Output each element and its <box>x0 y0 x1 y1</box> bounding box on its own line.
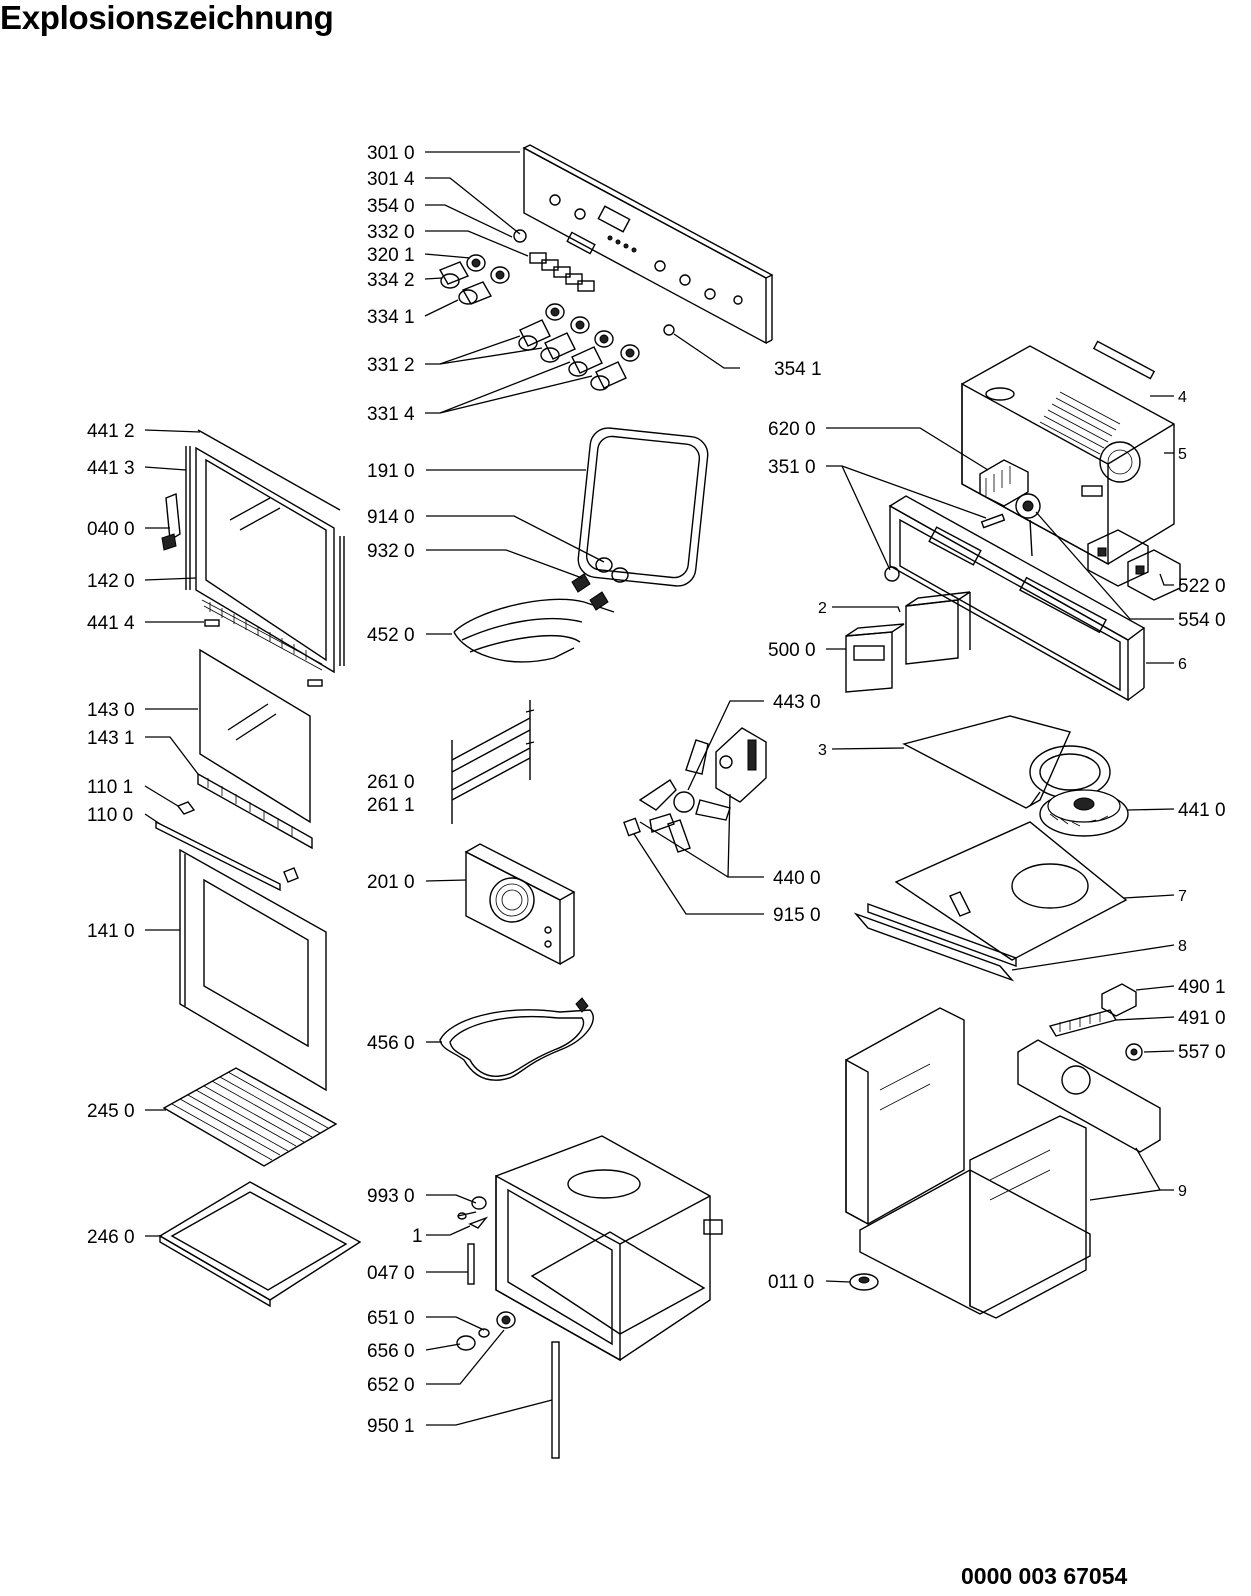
door-seal-part <box>577 427 709 587</box>
label-3010: 301 0 <box>367 143 415 164</box>
label-2611: 261 1 <box>367 795 415 816</box>
door-glass-part <box>197 648 313 850</box>
label-5000: 500 0 <box>768 640 816 661</box>
label-6200: 620 0 <box>768 419 816 440</box>
label-1430: 143 0 <box>87 700 135 721</box>
heating-element-ring-part <box>439 997 594 1081</box>
control-panel-part <box>522 144 774 345</box>
label-5540: 554 0 <box>1178 610 1226 631</box>
label-8: 8 <box>1178 938 1187 955</box>
document-number: 0000 003 67054 <box>961 1563 1128 1589</box>
timer-and-bracket-part <box>845 591 971 693</box>
part-number-labels: 301 0 301 4 354 0 332 0 320 1 334 2 334 … <box>87 143 1226 1437</box>
label-1101: 110 1 <box>87 777 133 798</box>
heating-element-top-part <box>453 557 629 663</box>
label-9140: 914 0 <box>367 507 415 528</box>
front-cover-strip-part <box>853 902 1017 982</box>
label-7: 7 <box>1178 888 1187 905</box>
label-6560: 656 0 <box>367 1341 415 1362</box>
terminal-and-fuse-part <box>1048 983 1143 1061</box>
bulb-and-seal-part <box>456 1196 560 1459</box>
label-4414: 441 4 <box>87 613 135 634</box>
label-4410: 441 0 <box>1178 800 1226 821</box>
label-2450: 245 0 <box>87 1101 135 1122</box>
fan-wheel-part <box>1039 789 1129 837</box>
baking-tray-part <box>158 1181 362 1308</box>
label-6520: 652 0 <box>367 1375 415 1396</box>
shelf-rails-part <box>451 700 535 824</box>
page-title: Explosionszeichnung <box>0 0 334 36</box>
door-hinge-part <box>155 801 299 892</box>
label-4413: 441 3 <box>87 458 135 479</box>
door-inner-frame-part <box>161 429 345 687</box>
label-3341: 334 1 <box>367 307 415 328</box>
knob-set-part <box>438 229 675 391</box>
label-5220: 522 0 <box>1178 576 1226 597</box>
foot-part <box>849 1273 879 1291</box>
label-5570: 557 0 <box>1178 1042 1226 1063</box>
label-4430: 443 0 <box>773 692 821 713</box>
label-5: 5 <box>1178 446 1187 463</box>
label-2: 2 <box>818 600 827 617</box>
label-2610: 261 0 <box>367 772 415 793</box>
label-4: 4 <box>1178 389 1187 406</box>
label-0470: 047 0 <box>367 1263 415 1284</box>
label-3540: 354 0 <box>367 196 415 217</box>
label-3510: 351 0 <box>768 457 816 478</box>
outer-door-part <box>179 848 327 1092</box>
label-3314: 331 4 <box>367 404 415 425</box>
leader-lines <box>144 151 1175 1426</box>
label-3: 3 <box>818 742 827 759</box>
label-4412: 441 2 <box>87 421 135 442</box>
control-frame-part <box>888 495 1146 702</box>
label-1100: 110 0 <box>87 805 133 826</box>
label-9: 9 <box>1178 1183 1187 1200</box>
relay-block-part <box>1087 529 1181 601</box>
label-3014: 301 4 <box>367 169 415 190</box>
label-4560: 456 0 <box>367 1033 415 1054</box>
rear-fan-cover-part <box>464 843 576 966</box>
label-3201: 320 1 <box>367 245 415 266</box>
label-6: 6 <box>1178 656 1187 673</box>
label-1431: 143 1 <box>87 728 135 749</box>
label-6510: 651 0 <box>367 1308 415 1329</box>
cooling-plate-part <box>894 821 1128 961</box>
label-4520: 452 0 <box>367 625 415 646</box>
label-0400: 040 0 <box>87 519 135 540</box>
label-4910: 491 0 <box>1178 1008 1226 1029</box>
oven-cavity-part <box>495 1135 723 1362</box>
label-0110: 011 0 <box>768 1272 814 1293</box>
label-1910: 191 0 <box>367 461 415 482</box>
label-3312: 331 2 <box>367 355 415 376</box>
label-9930: 993 0 <box>367 1186 415 1207</box>
label-4400: 440 0 <box>773 868 821 889</box>
label-4901: 490 1 <box>1178 977 1226 998</box>
label-1410: 141 0 <box>87 921 135 942</box>
label-3541: 354 1 <box>774 359 822 380</box>
label-9320: 932 0 <box>367 541 415 562</box>
label-9150: 915 0 <box>773 905 821 926</box>
label-3320: 332 0 <box>367 222 415 243</box>
housing-panels-part <box>845 1007 1161 1319</box>
label-2010: 201 0 <box>367 872 415 893</box>
label-1: 1 <box>412 1226 423 1247</box>
label-2460: 246 0 <box>87 1227 135 1248</box>
label-1420: 142 0 <box>87 571 135 592</box>
label-3342: 334 2 <box>367 270 415 291</box>
control-module-part <box>961 340 1175 566</box>
wire-grid-shelf-part <box>162 1067 338 1167</box>
fan-motor-part <box>623 727 767 853</box>
label-9501: 950 1 <box>367 1416 415 1437</box>
